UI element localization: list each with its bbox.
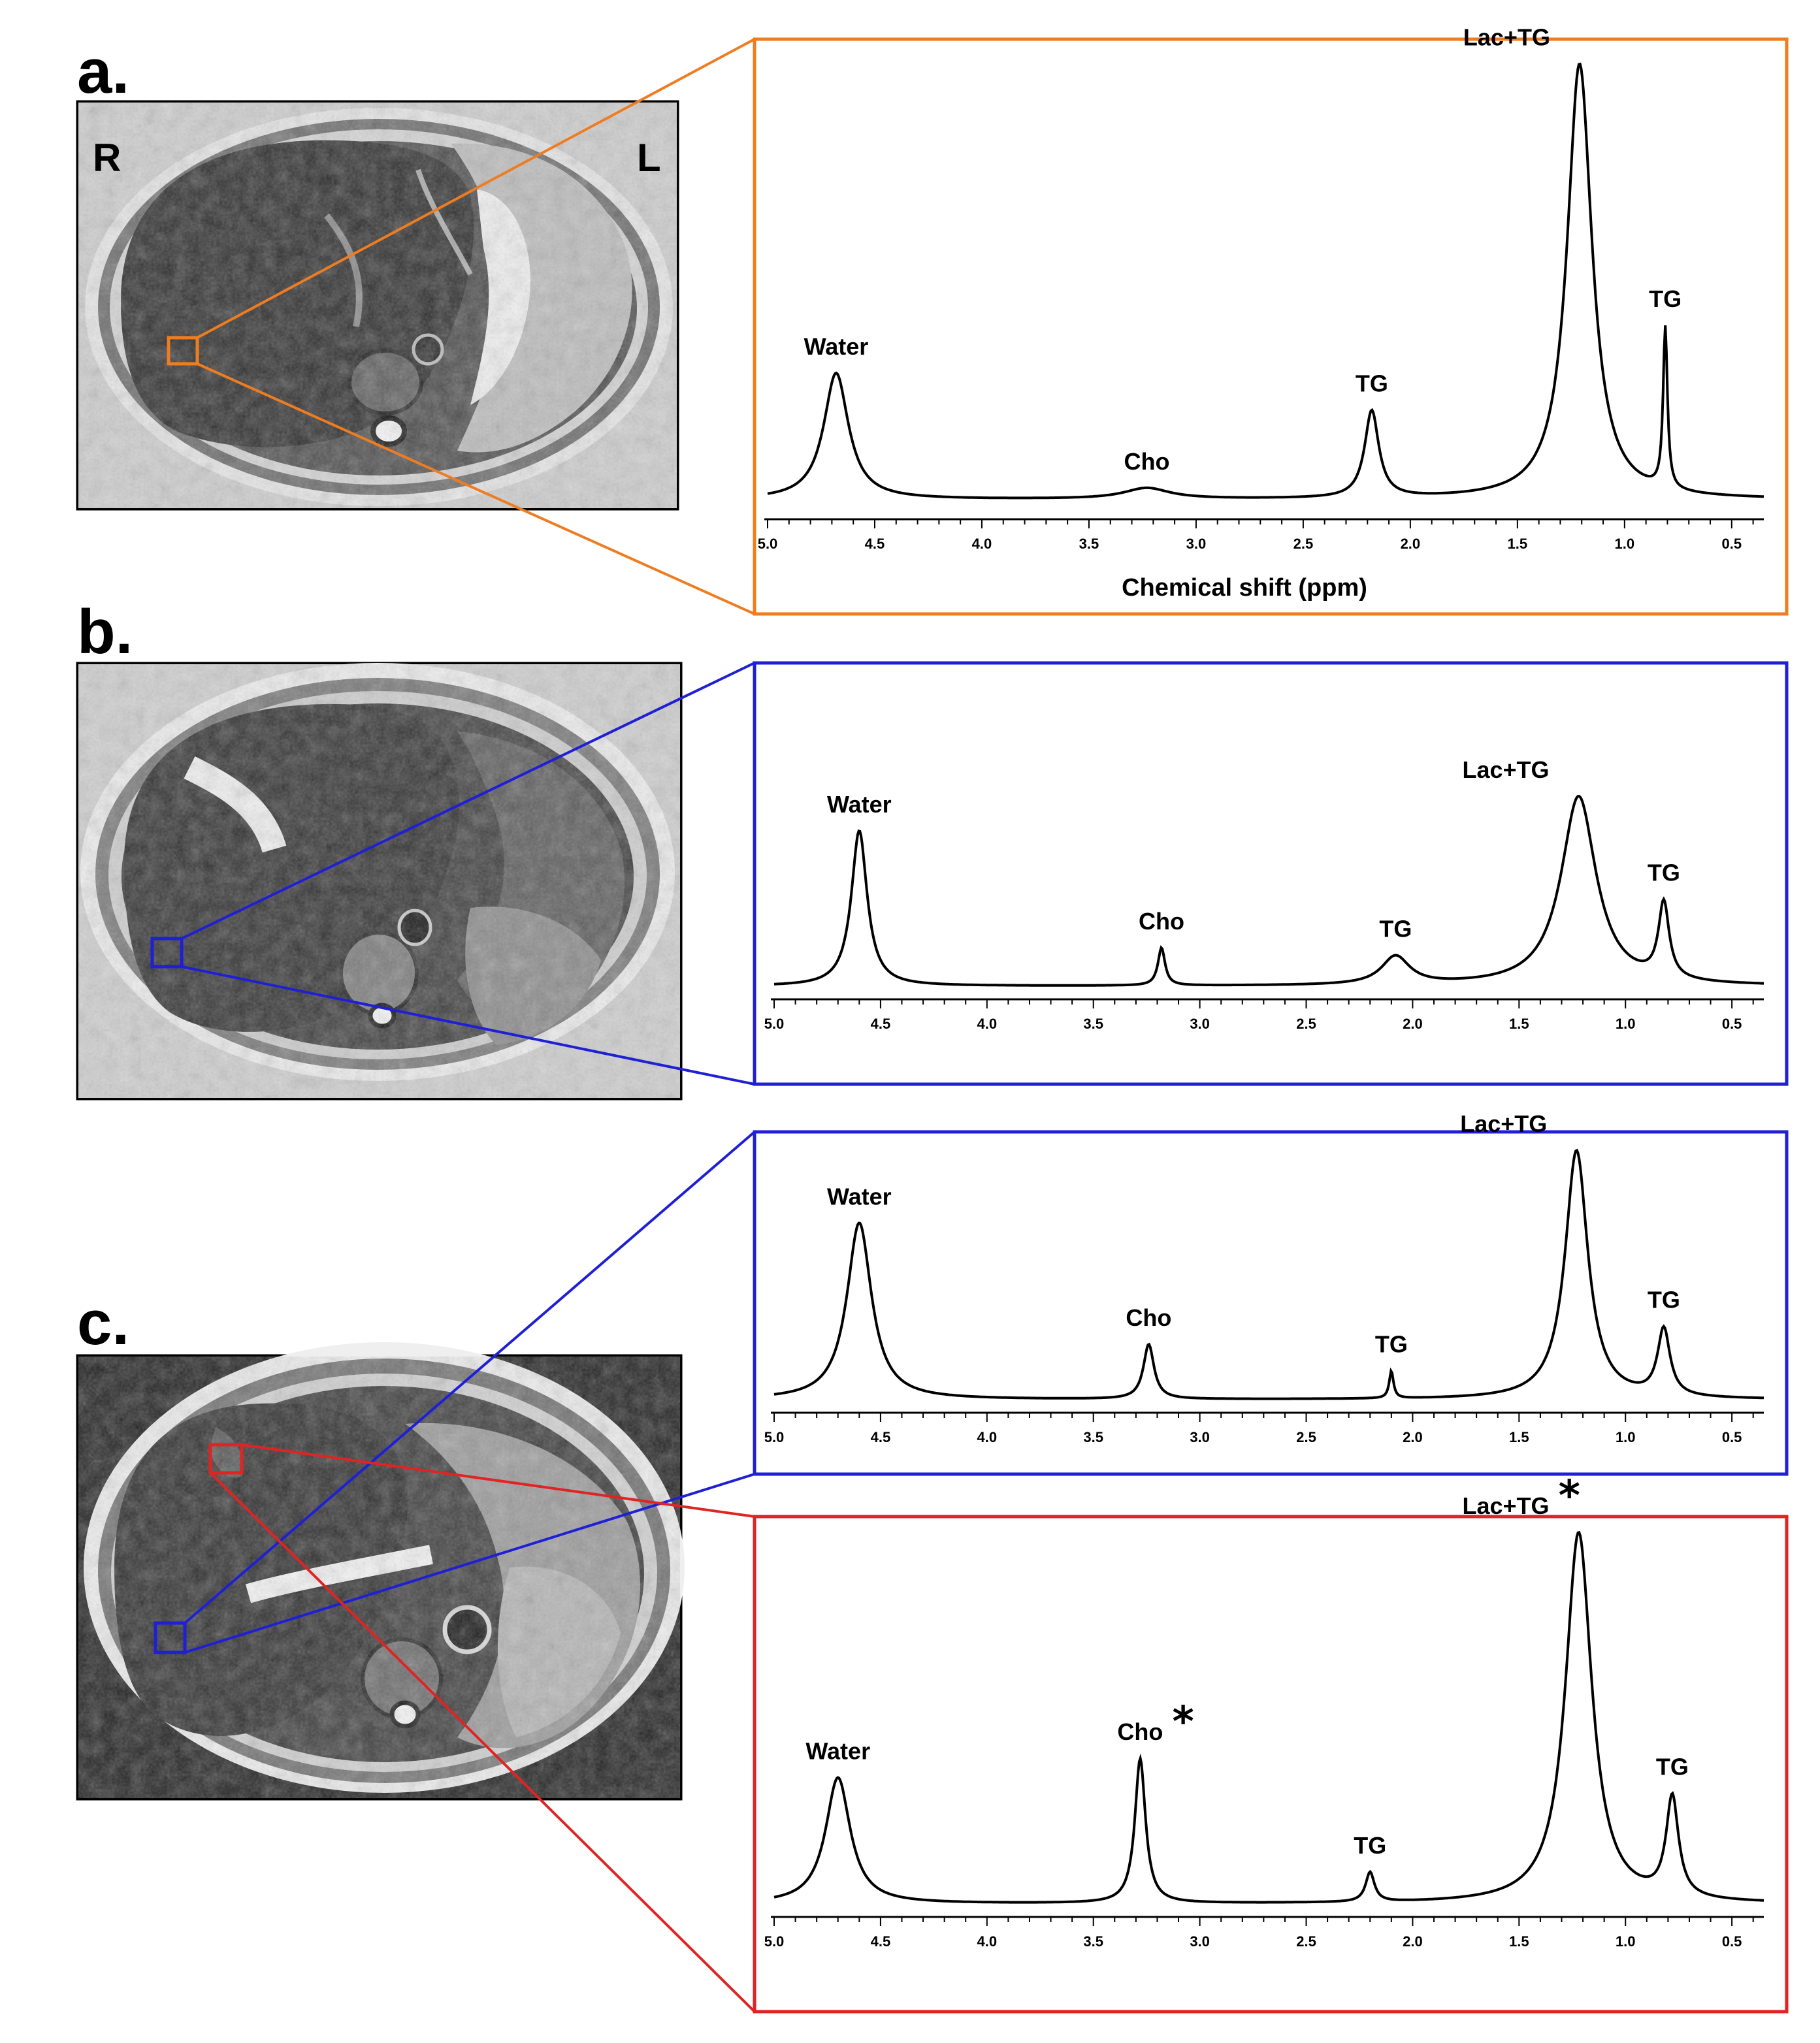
x-tick-label: 3.0 [1190,1933,1210,1950]
x-tick-label: 3.0 [1186,536,1207,552]
x-tick-label: 4.0 [972,536,992,552]
peak-label-tg: TG [1379,915,1412,942]
x-tick-label: 3.5 [1083,1933,1103,1950]
x-tick-label: 1.5 [1509,1429,1529,1445]
x-tick-label: 5.0 [764,1933,785,1950]
x-tick-label: 5.0 [764,1429,785,1445]
connector-a-bottom [197,362,755,615]
spectrum-line [773,794,1764,987]
peak-label-tg: TG [1356,370,1388,397]
x-tick-label: 5.0 [764,1016,785,1032]
spectrum-frame-a [753,37,1789,616]
connector-b-top [181,662,755,940]
x-tick-label: 1.5 [1508,536,1528,552]
x-tick-label: 1.0 [1616,1016,1636,1032]
peak-label-cho: Cho [1126,1304,1171,1331]
spectrum-line [773,1530,1764,1904]
mri-image-c [76,1342,685,1801]
spectrum-frame-c-upper [753,1130,1789,1476]
spectrum-frame-b [753,661,1789,1086]
peak-label-water: Water [805,1738,870,1765]
x-tick-label: 4.5 [871,1933,891,1950]
x-tick-label: 1.0 [1616,1429,1636,1445]
spectrum-frame-c-lower [753,1515,1789,2014]
roi-connectors [150,38,756,2013]
x-tick-label: 2.5 [1293,536,1314,552]
peak-label-lac-tg: Lac+TG [1462,1492,1549,1519]
peak-label-tg: TG [1648,860,1680,886]
peak-label-tg: TG [1656,1753,1689,1780]
x-tick-label: 2.5 [1296,1429,1316,1445]
peak-label-cho: Cho [1117,1718,1163,1745]
roi-box-b [150,937,184,969]
x-tick-label: 4.0 [977,1933,998,1950]
x-tick-label: 0.5 [1722,1933,1742,1950]
panel-label-c: c. [77,1288,129,1358]
mri-image-a [76,100,679,511]
peak-label-water: Water [827,791,892,818]
x-tick-label: 4.5 [871,1429,891,1445]
x-tick-label: 0.5 [1722,1429,1742,1445]
peak-label-tg: TG [1649,285,1682,312]
x-tick-label: 1.0 [1615,536,1635,552]
roi-box-c-blue [154,1621,187,1654]
peak-label-lac-tg: Lac+TG [1462,756,1549,783]
spectrum-line [767,62,1764,500]
x-tick-label: 2.5 [1296,1016,1316,1032]
x-tick-label: 4.5 [871,1016,891,1032]
x-axis-title: Chemical shift (ppm) [1122,574,1367,602]
x-tick-label: 2.0 [1401,536,1421,552]
significance-star: * [1172,1698,1194,1746]
x-tick-label: 3.0 [1190,1016,1210,1032]
peak-label-cho: Cho [1139,908,1184,935]
peak-label-lac-tg: Lac+TG [1463,24,1550,50]
peak-label-tg: TG [1648,1287,1680,1313]
x-tick-label: 0.5 [1722,536,1742,552]
peak-label-tg: TG [1375,1331,1408,1358]
panel-label-a: a. [77,37,129,106]
peak-label-tg: TG [1354,1832,1386,1859]
x-tick-label: 2.0 [1403,1933,1423,1950]
x-tick-label: 1.0 [1616,1933,1636,1950]
spectrum-line [773,1148,1764,1400]
x-tick-label: 4.5 [865,536,885,552]
x-tick-label: 1.5 [1509,1016,1529,1032]
panel-label-b: b. [77,597,133,667]
roi-box-a [167,336,199,366]
connector-a-top [197,38,755,339]
x-tick-label: 3.5 [1083,1016,1103,1032]
roi-box-c-red [208,1443,244,1475]
connector-c-red-bottom [209,1472,756,2013]
x-tick-label: 3.5 [1083,1429,1103,1445]
spectrum-c-lower: 5.0 4.5 4.0 3.5 3.0 2.5 2.0 1.5 1.0 0.5 Water Cho * T… [764,1472,1764,1950]
connector-c-red-top [241,1443,755,1518]
significance-star: * [1559,1472,1580,1520]
mri-image-b [76,662,683,1101]
peak-label-water: Water [827,1183,892,1210]
peak-label-lac-tg: Lac+TG [1460,1110,1547,1137]
connector-b-bottom [181,965,755,1086]
x-tick-label: 2.5 [1296,1933,1316,1950]
peak-label-water: Water [804,333,869,360]
x-tick-label: 4.0 [977,1016,998,1032]
x-tick-label: 2.0 [1403,1429,1423,1445]
x-tick-label: 2.0 [1403,1016,1423,1032]
orientation-right-label: R [93,136,121,180]
x-tick-label: 5.0 [758,536,778,552]
x-tick-label: 1.5 [1509,1933,1529,1950]
x-tick-label: 3.0 [1190,1429,1210,1445]
peak-label-cho: Cho [1124,448,1169,475]
x-tick-label: 3.5 [1079,536,1099,552]
orientation-left-label: L [637,136,661,180]
x-tick-label: 4.0 [977,1429,998,1445]
x-tick-label: 0.5 [1722,1016,1742,1032]
